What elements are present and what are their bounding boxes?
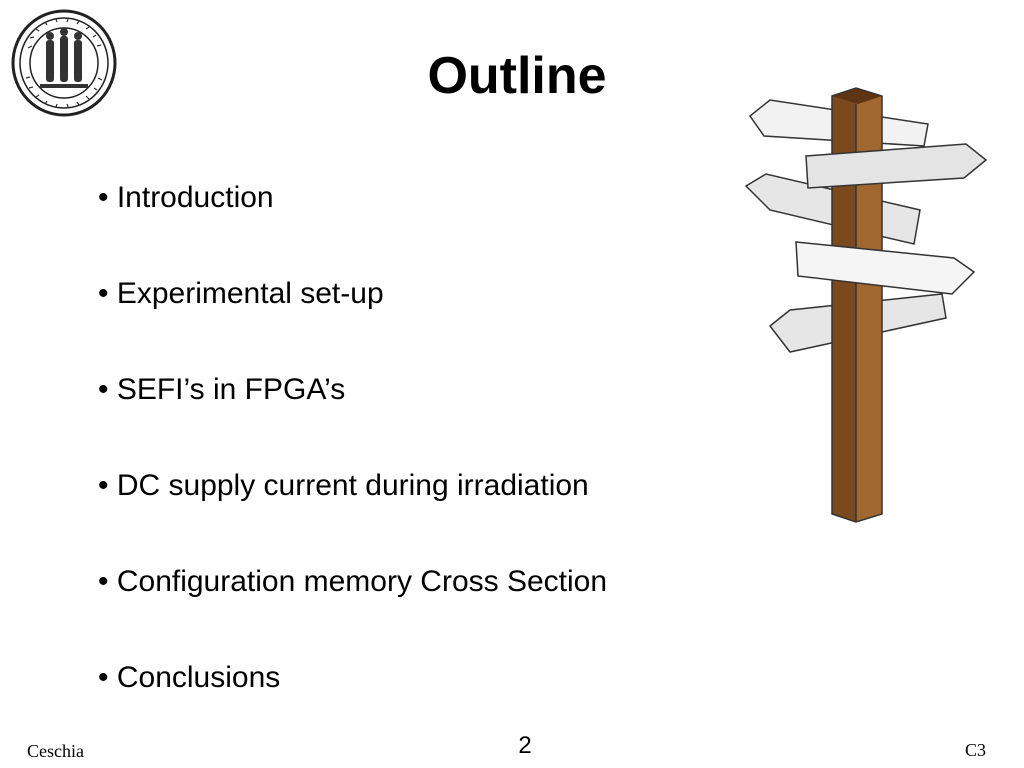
footer-code: C3 [964,740,986,760]
bullet-sefi: • SEFI’s in FPGA’s [98,373,346,406]
bullet-configuration-memory: • Configuration memory Cross Section [98,565,608,598]
page-number: 2 [518,732,532,759]
signpost-illustration [740,86,990,526]
footer-author: Ceschia [27,741,84,761]
university-seal-logo [10,8,118,118]
outline-list: • Introduction • Experimental set-up • S… [98,174,607,750]
bullet-conclusions: • Conclusions [98,661,281,694]
slide-title: Outline [427,47,607,105]
seal-icon [11,9,117,117]
bullet-introduction: • Introduction [98,181,274,214]
bullet-dc-supply-current: • DC supply current during irradiation [98,469,589,502]
bullet-experimental-setup: • Experimental set-up [98,277,384,310]
signpost-icon [744,87,988,523]
